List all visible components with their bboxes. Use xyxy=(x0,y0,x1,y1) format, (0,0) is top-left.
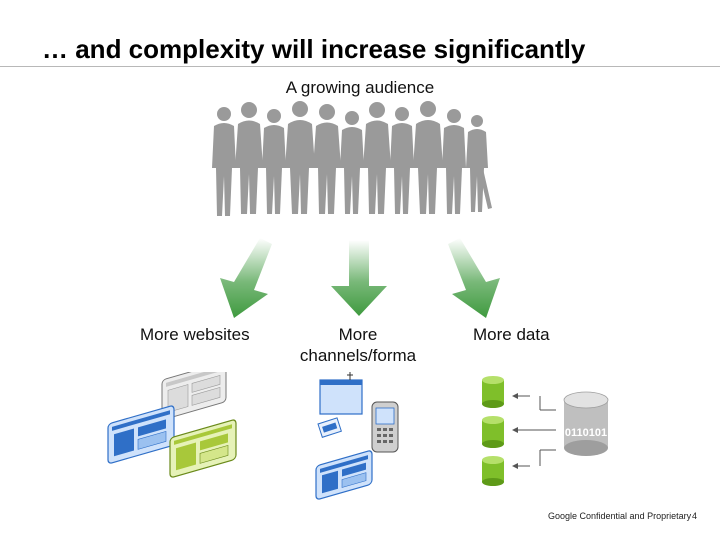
more-channels-line1: More xyxy=(338,325,378,344)
database-cylinder-icon xyxy=(482,456,504,486)
website-window-icon xyxy=(315,450,373,500)
confidential-footer: Google Confidential and Proprietary xyxy=(548,511,692,521)
small-card-icon xyxy=(317,417,342,438)
database-cylinder-icon xyxy=(482,416,504,448)
page-number: 4 xyxy=(692,511,698,521)
middle-down-arrow-icon xyxy=(331,240,387,316)
title-divider xyxy=(0,66,720,67)
data-illustration: 0110101 xyxy=(482,376,609,486)
more-channels-label: More channels/forma xyxy=(292,324,424,366)
more-channels-line2: channels/forma xyxy=(299,346,417,365)
website-window-icon xyxy=(169,419,237,478)
audience-heading: A growing audience xyxy=(285,78,435,97)
website-window-icon xyxy=(107,405,175,464)
left-down-arrow-icon xyxy=(220,238,272,318)
slide-title: … and complexity will increase significa… xyxy=(42,34,586,64)
website-window-icon xyxy=(161,372,227,420)
mobile-phone-icon xyxy=(371,401,399,453)
more-data-label: More data xyxy=(473,325,550,344)
database-cylinder-icon xyxy=(482,376,504,408)
more-websites-label: More websites xyxy=(140,325,250,344)
browser-window-icon xyxy=(319,372,363,415)
database-cylinder-icon xyxy=(563,391,609,456)
connector-arrows-icon xyxy=(514,395,556,467)
websites-illustration xyxy=(107,372,237,478)
crowd-silhouette-icon xyxy=(212,101,492,216)
right-down-arrow-icon xyxy=(448,238,500,318)
binary-text: 0110101 xyxy=(565,427,607,439)
channels-illustration xyxy=(315,372,399,500)
